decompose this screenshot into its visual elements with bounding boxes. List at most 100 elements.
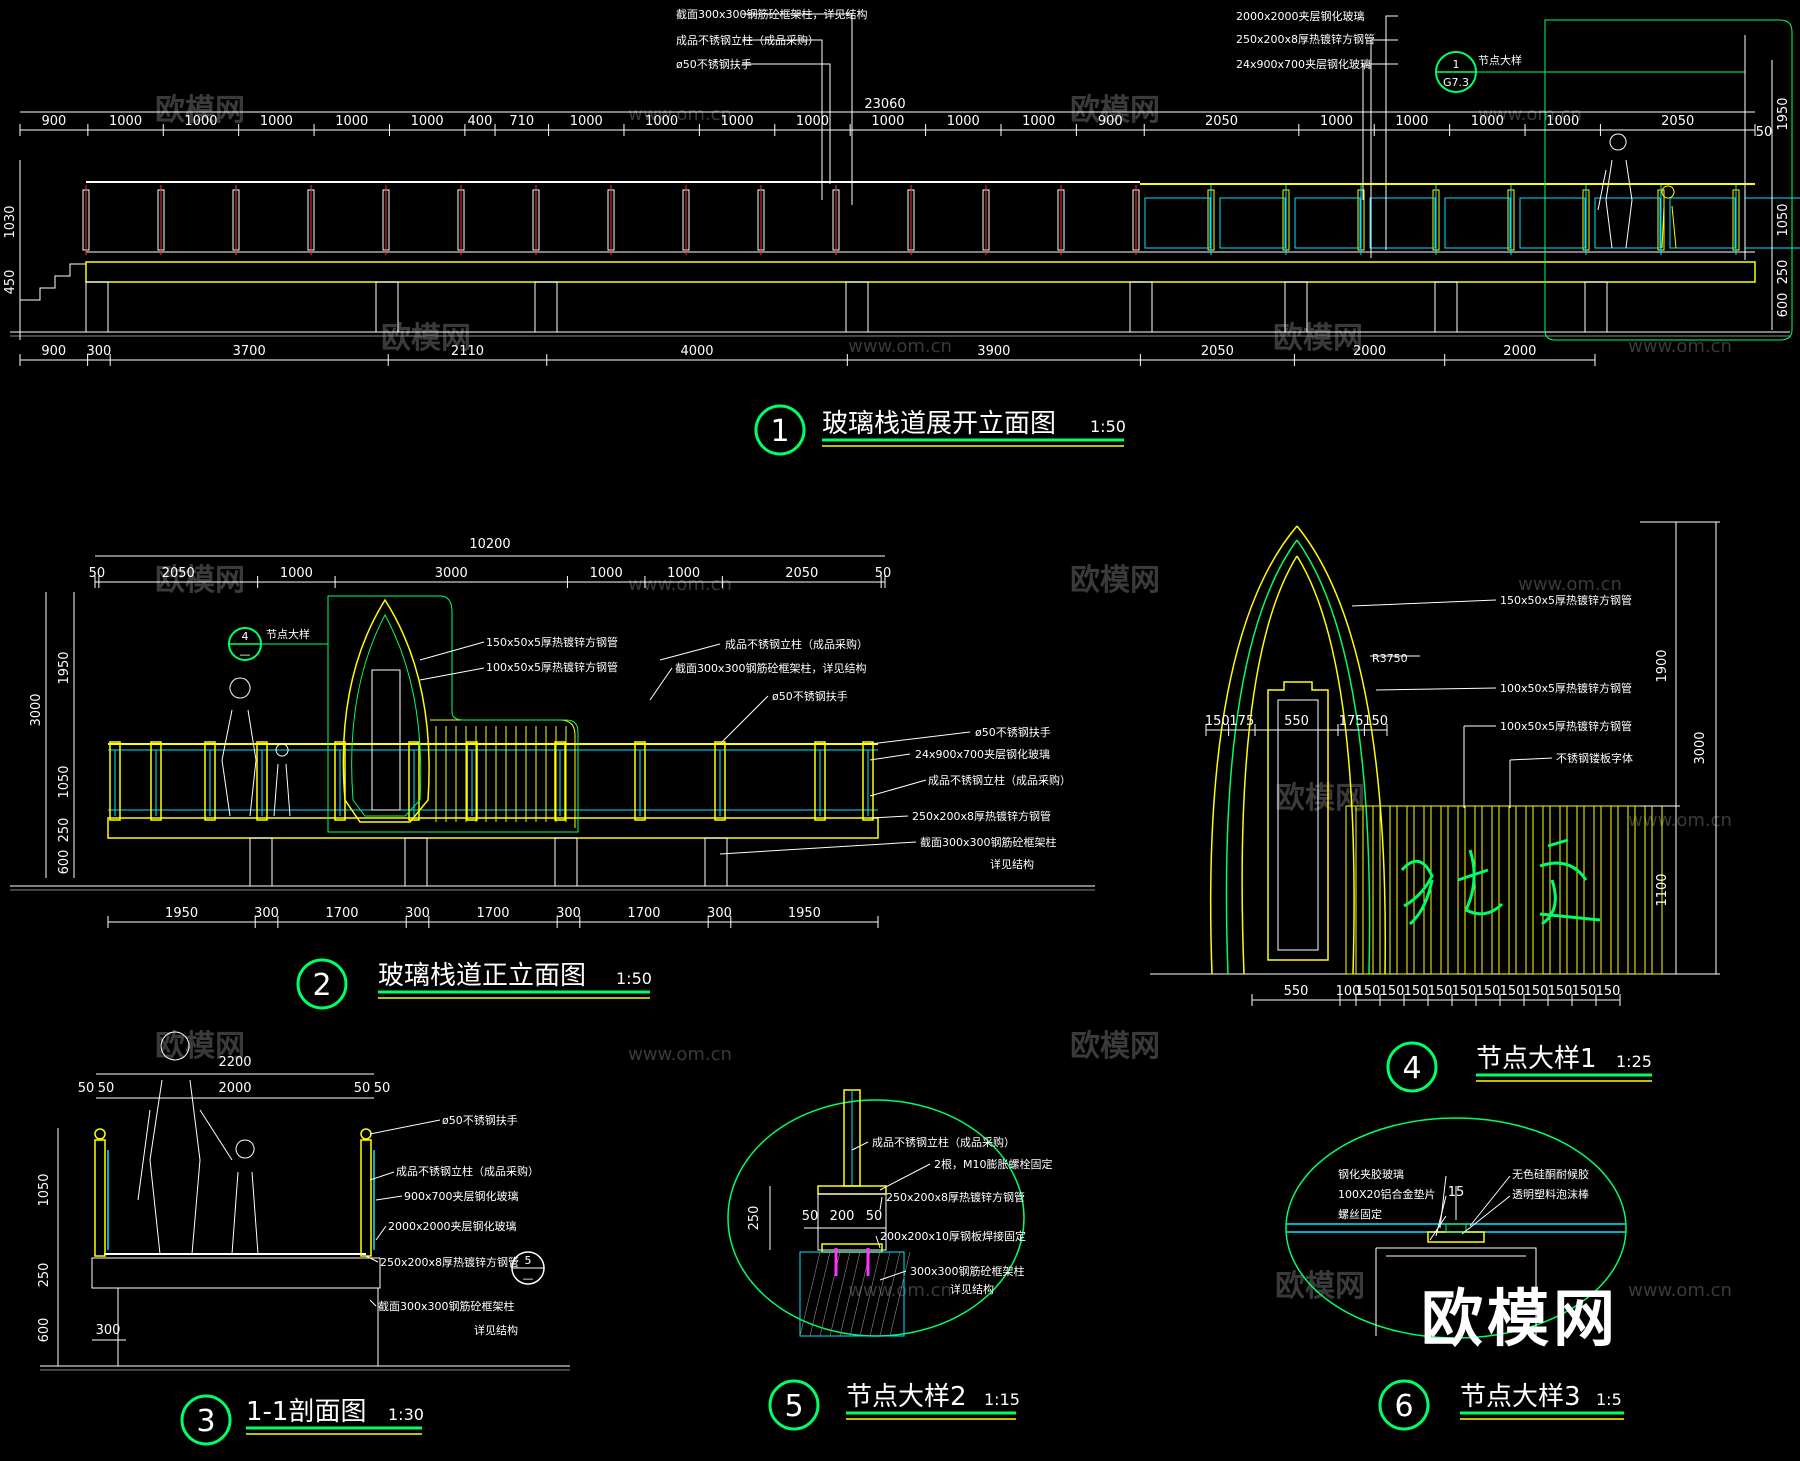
drawing-1-right-dim-4: 250 [1776, 260, 1791, 285]
detail-bracket [1544, 19, 1793, 341]
drawing-4-bottom-dim-label-13: 150 [1596, 984, 1621, 999]
drawing-1-note-1: 截面300x300钢筋砼框架柱，详见结构 [676, 7, 868, 21]
sealant [1445, 1223, 1467, 1233]
drawing-6-geometry [1285, 1117, 1627, 1339]
drawing-2-bottom-dim-label-8: 300 [707, 906, 732, 921]
drawing-3-detail-callout: 5 — [511, 1251, 545, 1285]
stair-outline [20, 263, 86, 301]
drawing-3-title-block: 3 1-1剖面图 1:30 [180, 1394, 424, 1446]
person-silhouette [221, 677, 257, 817]
support-column-2 [404, 837, 428, 887]
deck-beam [107, 817, 879, 839]
screen-slat [1447, 805, 1459, 975]
drawing-2-overall-dimension: 10200 [469, 537, 510, 552]
leader-line [1429, 1215, 1447, 1241]
watermark-brand-3: 欧模网 [381, 321, 471, 356]
sign-character-3 [1539, 838, 1601, 926]
drawing-2-note-left-1: 150x50x5厚热镀锌方钢管 [486, 635, 618, 649]
leader-line [419, 667, 485, 681]
drawing-5-dim-4: 50 [866, 1209, 883, 1224]
drawing-3-top-dim-6: 50 [374, 1081, 391, 1096]
support-column-7 [1434, 281, 1458, 333]
drawing-3-note-6: 截面300x300钢筋砼框架柱 [378, 1299, 515, 1313]
watermark-url-9: www.om.cn [848, 1280, 952, 1301]
glass-panel [1594, 197, 1661, 249]
drawing-2-note-right-7: 250x200x8厚热镀锌方钢管 [912, 809, 1051, 823]
drawing-4-number: 4 [1402, 1051, 1421, 1086]
screen-slat [1481, 805, 1493, 975]
drawing-1-top-dim-label-8: 710 [509, 114, 534, 129]
drawing-5-number: 5 [784, 1389, 803, 1424]
drawing-5-note-4: 200x200x10厚钢板焊接固定 [880, 1229, 1026, 1243]
drawing-3-top-dim-5: 50 [354, 1081, 371, 1096]
support-column-4 [704, 837, 728, 887]
drawing-1-title-block: 1 玻璃栈道展开立面图 1:50 [754, 404, 1126, 456]
watermark-brand-4: 欧模网 [1273, 321, 1363, 356]
arch-gate-inner [351, 613, 422, 817]
leader-line [659, 643, 721, 661]
drawing-2-bottom-dim-label-6: 300 [556, 906, 581, 921]
drawing-2-callout-top: 4 [242, 630, 249, 643]
drawing-3-top-dim-3: 50 [98, 1081, 115, 1096]
drawing-1-right-dim-2: 50 [1756, 125, 1773, 140]
drawing-2-bottom-dim-label-7: 1700 [627, 906, 660, 921]
drawing-2-bottom-dim-label-3: 1700 [325, 906, 358, 921]
drawing-1-note-3: ø50不锈钢扶手 [676, 57, 752, 71]
arch-frame-3 [1241, 555, 1298, 975]
drawing-4-bottom-dim-label-4: 150 [1380, 984, 1405, 999]
drawing-2-top-dim-label-1: 50 [89, 566, 106, 581]
watermark-url-2: www.om.cn [1478, 104, 1582, 125]
drawing-5-title: 节点大样2 [846, 1382, 967, 1412]
drawing-5-detail-2: 250 50 200 50 成品不锈钢立柱（成品采购） 2根，M10膨胀螺栓固定… [727, 1089, 1053, 1431]
bottom-plate [821, 1243, 883, 1253]
leader-line [375, 1195, 403, 1201]
drawing-6-title: 节点大样3 [1460, 1382, 1581, 1412]
watermark-brand-6: 欧模网 [1070, 563, 1160, 598]
drawing-2-bottom-dim-label-5: 1700 [476, 906, 509, 921]
drawing-2-scale: 1:50 [616, 969, 652, 988]
baluster-post-11 [814, 741, 826, 821]
drawing-4-bottom-dim-label-9: 150 [1500, 984, 1525, 999]
handrail-post-right [360, 1128, 372, 1140]
square-tube [817, 1193, 887, 1251]
leader-line [742, 63, 831, 184]
drawing-1-top-dim-label-2: 1000 [109, 114, 142, 129]
drawing-1-callout-bottom: G7.3 [1443, 76, 1469, 89]
baluster-post-right [360, 1139, 372, 1257]
hatch-line [809, 1251, 831, 1337]
drawing-5-title-block: 5 节点大样2 1:15 [768, 1379, 1020, 1431]
support-column-4 [845, 281, 869, 333]
foundation-block [117, 1287, 379, 1367]
drawing-4-note-1: 150x50x5厚热镀锌方钢管 [1500, 593, 1632, 607]
drawing-3-section: 2200 50 50 2000 50 50 1050 250 600 300 ø… [37, 1031, 570, 1446]
watermark-url-8: www.om.cn [1628, 810, 1732, 831]
drawing-1-top-dim-label-22: 2050 [1661, 114, 1694, 129]
leader-line [375, 1225, 387, 1241]
screen-slat [1430, 805, 1442, 975]
baluster-post-10 [714, 741, 726, 821]
drawing-2-top-dim-label-2: 2050 [162, 566, 195, 581]
drawing-3-geometry [40, 1031, 570, 1371]
baluster-post-1 [109, 741, 121, 821]
drawing-1-callout-top: 1 [1453, 58, 1460, 71]
screen-slat [1566, 805, 1578, 975]
drawing-2-note-right-8: 截面300x300钢筋砼框架柱 [920, 835, 1057, 849]
leader-line [1435, 1195, 1447, 1237]
drawing-6-note-right-1: 无色硅酮耐候胶 [1512, 1167, 1589, 1181]
drawing-1-left-dim-1: 1030 [3, 205, 18, 238]
glass-panel [1369, 197, 1436, 249]
drawing-4-bottom-dim-label-8: 150 [1476, 984, 1501, 999]
drawing-5-scale: 1:15 [984, 1390, 1020, 1409]
drawing-1-note-6: 24x900x700夹层钢化玻璃 [1236, 57, 1371, 71]
deck-slab [91, 1257, 381, 1289]
drawing-5-note-3: 250x200x8厚热镀锌方钢管 [886, 1190, 1025, 1204]
drawing-3-base-dim: 300 [96, 1323, 121, 1338]
glass-panel [1444, 197, 1511, 249]
drawing-2-title-block: 2 玻璃栈道正立面图 1:50 [296, 958, 652, 1010]
baluster-post-5 [334, 741, 346, 821]
